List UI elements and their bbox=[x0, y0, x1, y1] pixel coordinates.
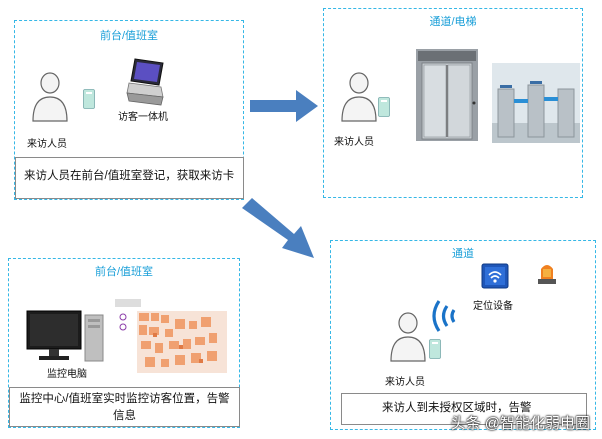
floor-plan-map bbox=[109, 293, 233, 379]
caption-box: 来访人到未授权区域时，告警 bbox=[341, 393, 587, 425]
panel-title: 通道 bbox=[452, 248, 474, 260]
alarm-light-icon bbox=[538, 265, 556, 284]
elevator-icon bbox=[416, 49, 478, 141]
monitoring-computer-icon bbox=[26, 310, 104, 362]
visitor-label: 来访人员 bbox=[334, 137, 374, 148]
arrow-right bbox=[250, 90, 318, 122]
locator-label: 定位设备 bbox=[473, 301, 513, 312]
panel-passage: 通道 定位设备 来访人员 来访人到未授权区域时，告警 bbox=[330, 240, 596, 430]
visitor-card-icon bbox=[429, 339, 441, 359]
visitor-person-icon bbox=[390, 312, 426, 362]
visitor-kiosk-icon bbox=[126, 58, 164, 106]
visitor-person-icon bbox=[341, 72, 377, 122]
locator-device-icon bbox=[481, 263, 509, 289]
panel-passage-elevator: 通道/电梯 来访人员 bbox=[323, 8, 583, 198]
visitor-label: 来访人员 bbox=[27, 139, 67, 150]
caption-box: 来访人员在前台/值班室登记，获取来访卡 bbox=[15, 157, 244, 199]
panel-front-desk-bottom: 前台/值班室 监控电脑 监控中心/值班室实时监控访客位置，告警信息 bbox=[8, 258, 240, 428]
caption-box: 监控中心/值班室实时监控访客位置，告警信息 bbox=[9, 387, 240, 427]
signal-waves-icon bbox=[432, 300, 456, 332]
visitor-card-icon bbox=[83, 89, 95, 109]
panel-title: 通道/电梯 bbox=[429, 16, 477, 28]
visitor-card-icon bbox=[378, 97, 390, 117]
turnstile-gate-icon bbox=[492, 63, 580, 143]
panel-title: 前台/值班室 bbox=[94, 266, 154, 278]
watermark: 头条 @智能化弱电圈 bbox=[450, 415, 590, 432]
visitor-person-icon bbox=[32, 72, 68, 122]
panel-title: 前台/值班室 bbox=[99, 30, 159, 42]
kiosk-label: 访客一体机 bbox=[118, 112, 168, 123]
visitor-label: 来访人员 bbox=[385, 377, 425, 388]
panel-front-desk-top: 前台/值班室 访客一体机 来访人员 来访人员在前台/值班室登记，获取来访卡 bbox=[14, 20, 244, 200]
computer-label: 监控电脑 bbox=[47, 369, 87, 380]
arrow-down-right bbox=[242, 198, 314, 258]
